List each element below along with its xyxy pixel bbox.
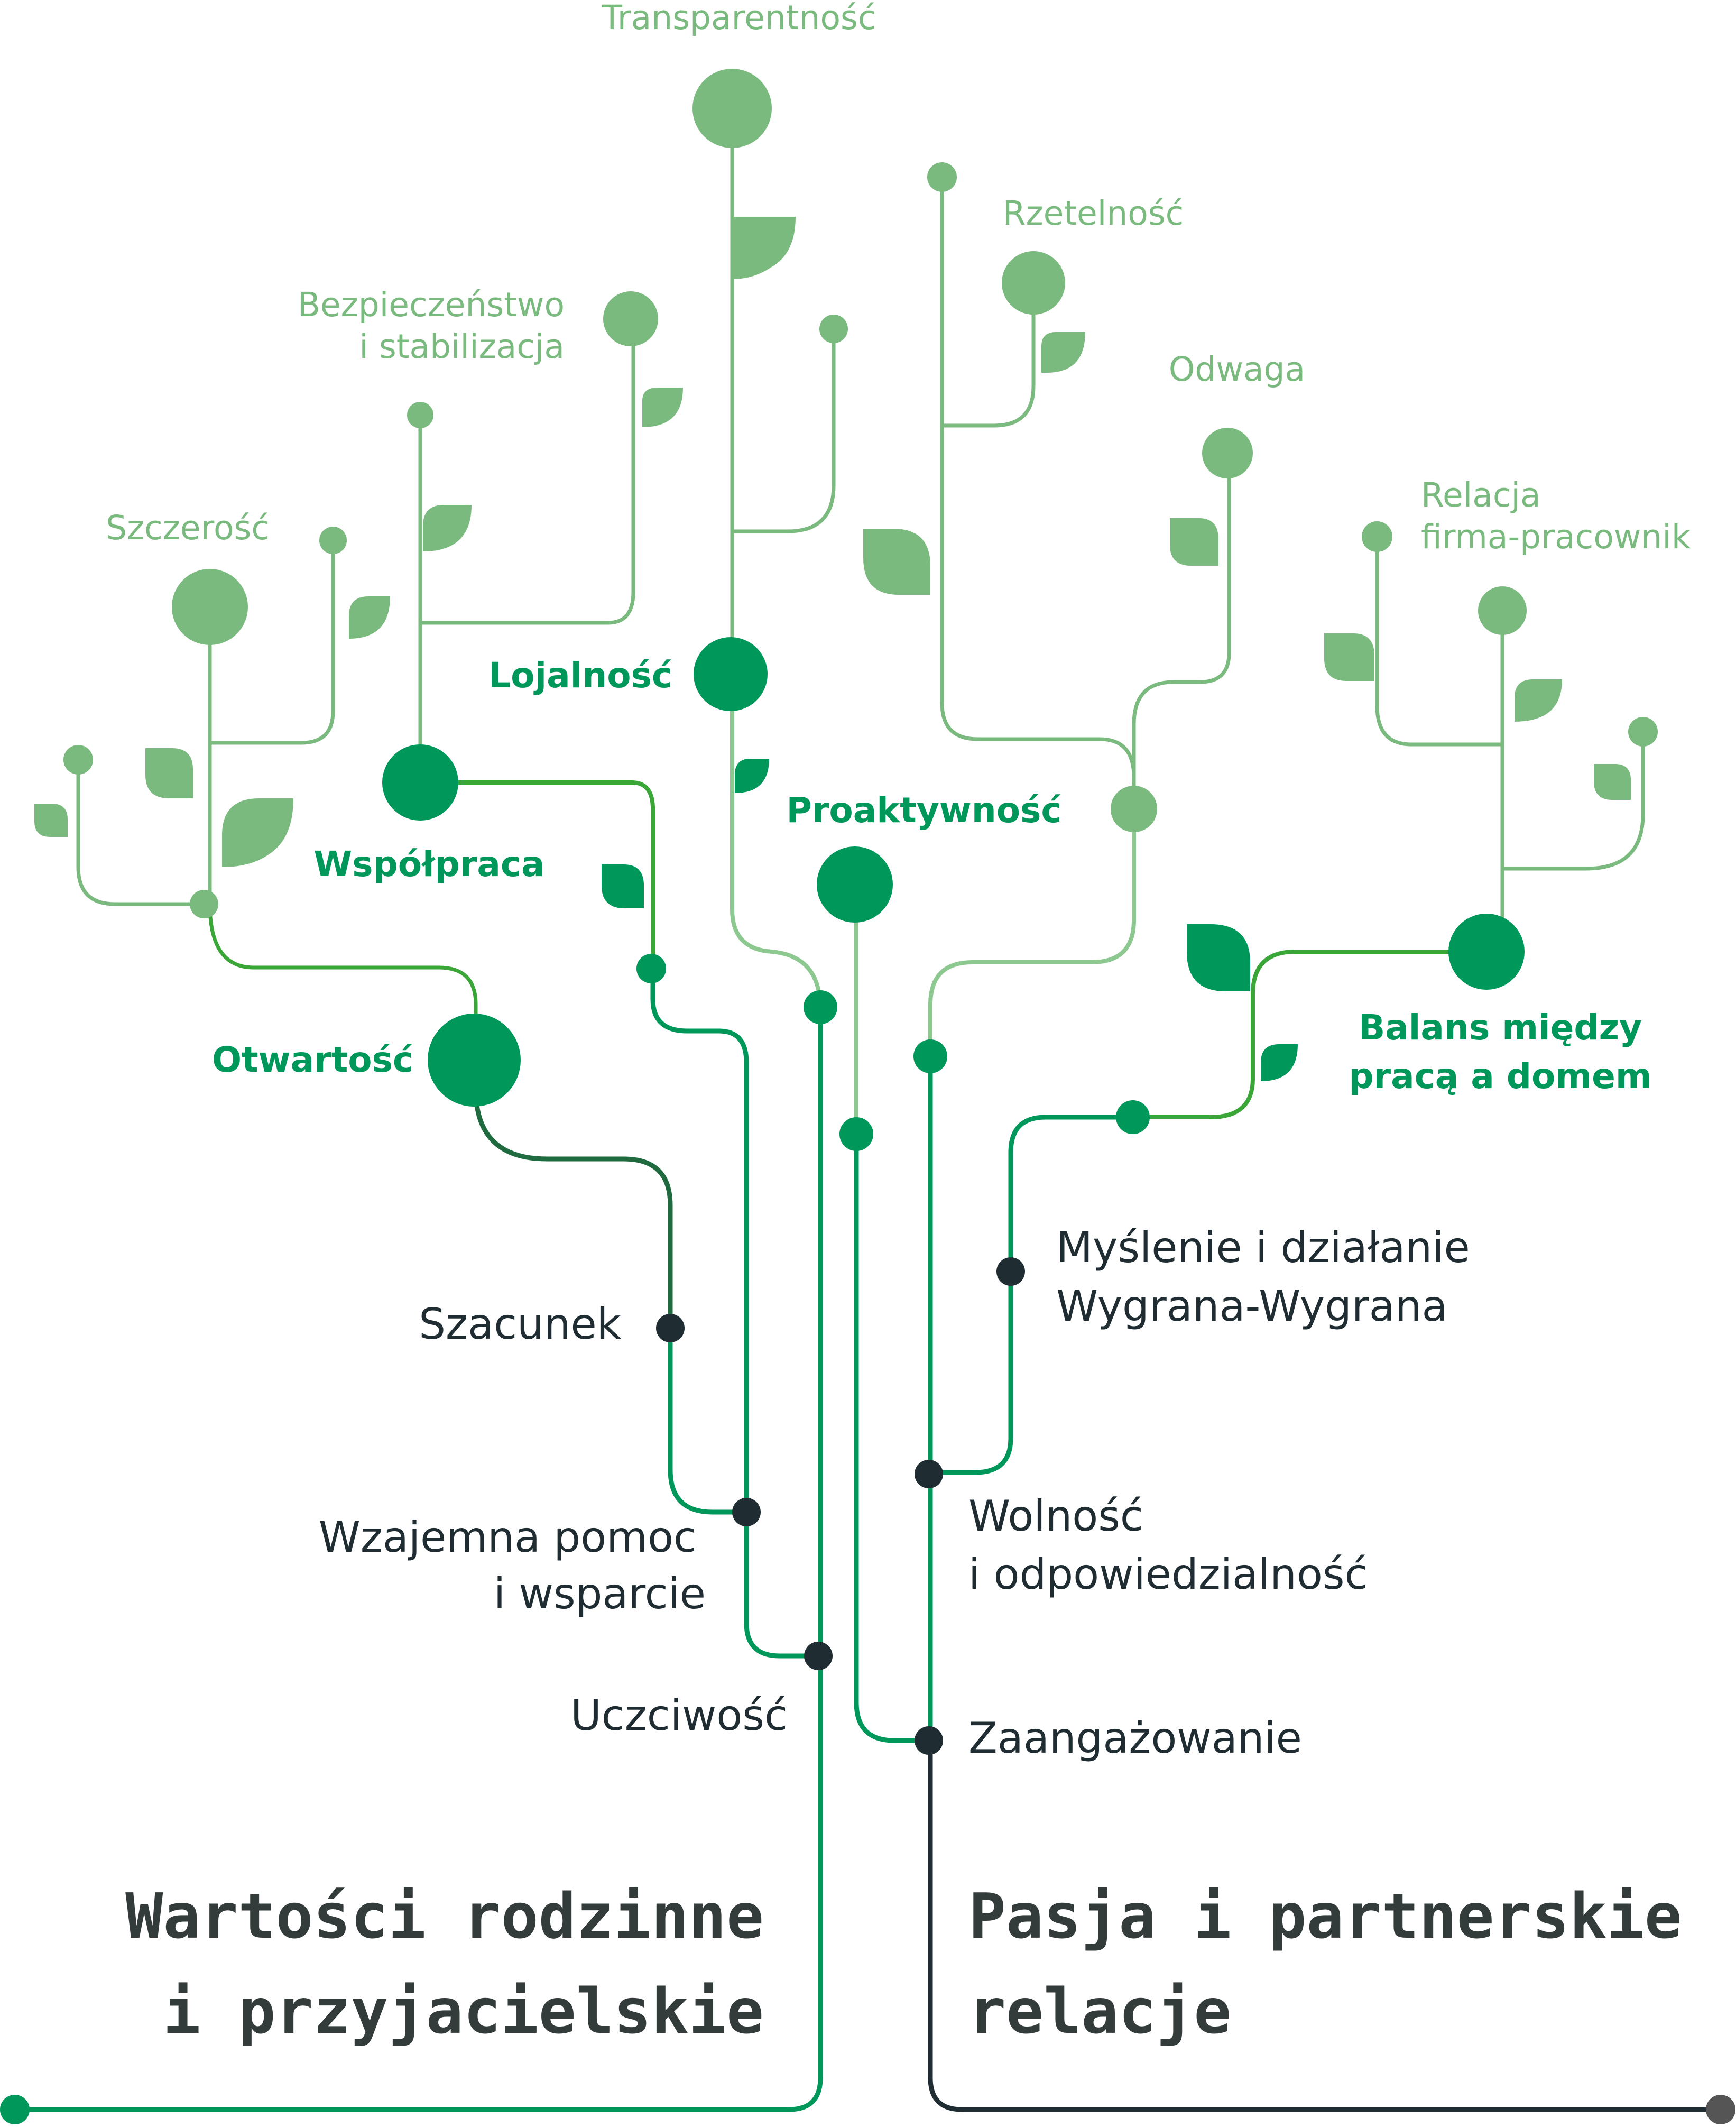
leaf-icon xyxy=(1515,679,1562,722)
label-otwartosc: Otwartość xyxy=(212,1039,413,1080)
node-wspolpraca xyxy=(382,744,458,821)
leaf-icon xyxy=(349,596,390,639)
label-balans-line1: Balans między xyxy=(1359,1007,1642,1048)
leaf-icon xyxy=(735,759,769,793)
connector-otwartosc xyxy=(473,1057,673,1332)
label-zaangazowanie: Zaangażowanie xyxy=(968,1714,1302,1763)
node-odwaga xyxy=(1202,428,1253,478)
leaf-icon xyxy=(602,864,644,908)
node-zaangazowanie xyxy=(915,1726,943,1755)
node-lojalnosc xyxy=(694,637,768,711)
leaf-icon xyxy=(1187,924,1250,991)
junction-dot xyxy=(1111,786,1157,832)
node-myslenie xyxy=(996,1257,1025,1286)
node-otwartosc xyxy=(428,1014,521,1107)
trunk-lines xyxy=(12,966,1129,2112)
node-szacunek xyxy=(656,1314,685,1342)
node-relacja xyxy=(1478,586,1527,635)
connector-balans xyxy=(1124,950,1489,1119)
leaf-icon xyxy=(1594,764,1631,800)
leaf-icon xyxy=(1324,633,1374,681)
leaf-icon xyxy=(423,505,472,551)
leaves xyxy=(34,217,1631,1081)
label-myslenie-line2: Wygrana-Wygrana xyxy=(1056,1282,1448,1331)
label-szacunek: Szacunek xyxy=(419,1300,621,1349)
label-myslenie-line1: Myślenie i działanie xyxy=(1056,1223,1470,1272)
endpoint-dot xyxy=(819,315,848,343)
title-left-line1: Wartości rodzinne xyxy=(125,1880,764,1953)
right-trunk-line xyxy=(928,1738,1723,2112)
crown-to-trunk-lines xyxy=(730,672,1136,1136)
label-wolnosc-line1: Wolność xyxy=(968,1491,1143,1541)
node-transparentnosc xyxy=(692,69,772,148)
junction-dot xyxy=(839,1117,873,1151)
dark-nodes xyxy=(656,1257,1025,1755)
endpoint-dot xyxy=(1362,521,1392,552)
node-uczciwosc xyxy=(804,1642,833,1670)
leaf-icon xyxy=(732,217,796,279)
label-bezpieczenstwo-line1: Bezpieczeństwo xyxy=(298,286,565,324)
connector-wspolpraca xyxy=(418,780,655,971)
leaf-icon xyxy=(1041,332,1085,373)
leaf-icon xyxy=(863,529,930,595)
trunk-end-left xyxy=(0,2095,30,2124)
label-balans-line2: pracą a domem xyxy=(1349,1056,1651,1097)
label-bezpieczenstwo-line2: i stabilizacja xyxy=(359,327,565,366)
node-rzetelnosc xyxy=(1002,251,1065,315)
endpoint-dot xyxy=(927,162,957,192)
label-wzajemna-line2: i wsparcie xyxy=(494,1569,706,1618)
endpoint-dot xyxy=(63,745,93,775)
label-relacja-line1: Relacja xyxy=(1421,476,1541,514)
junction-dot xyxy=(190,890,218,918)
label-lojalnosc: Lojalność xyxy=(488,655,672,696)
node-balans xyxy=(1448,914,1525,990)
node-bezpieczenstwo xyxy=(603,291,658,346)
endpoint-dot xyxy=(319,527,347,554)
label-transparentnosc: Transparentność xyxy=(602,0,876,37)
leaf-icon xyxy=(1170,518,1218,566)
leaf-icon xyxy=(222,798,293,867)
junction-dot xyxy=(636,954,666,983)
title-right-line1: Pasja i partnerskie xyxy=(968,1880,1682,1953)
leaf-icon xyxy=(642,388,683,427)
mid-nodes xyxy=(382,637,1525,1151)
light-nodes xyxy=(63,69,1658,918)
leaf-icon xyxy=(145,748,193,798)
junction-dot xyxy=(913,1039,947,1073)
node-wzajemna xyxy=(732,1498,761,1526)
leaf-icon xyxy=(34,804,68,837)
title-left-line2: i przyjacielskie xyxy=(163,1975,764,2048)
junction-dot xyxy=(1116,1100,1150,1134)
label-wspolpraca: Współpraca xyxy=(313,844,544,885)
label-wzajemna-line1: Wzajemna pomoc xyxy=(319,1513,697,1562)
label-szczerosc: Szczerość xyxy=(106,509,270,547)
label-wolnosc-line2: i odpowiedzialność xyxy=(968,1550,1368,1599)
label-uczciwosc: Uczciwość xyxy=(570,1691,788,1740)
node-szczerosc xyxy=(172,569,248,645)
node-proaktywnosc xyxy=(817,846,893,923)
label-rzetelnosc: Rzetelność xyxy=(1003,194,1184,233)
leaf-icon xyxy=(1261,1044,1298,1081)
label-relacja-line2: firma-pracownik xyxy=(1421,518,1691,556)
label-odwaga: Odwaga xyxy=(1169,350,1305,389)
node-wolnosc xyxy=(915,1460,943,1488)
endpoint-dot xyxy=(1628,717,1658,747)
junction-dot xyxy=(804,990,837,1024)
endpoint-dot xyxy=(407,402,433,428)
title-right-line2: relacje xyxy=(968,1975,1231,2048)
trunk-end-right xyxy=(1706,2095,1735,2124)
connector-szczerosc xyxy=(208,902,478,1057)
label-proaktywnosc: Proaktywność xyxy=(787,790,1062,831)
